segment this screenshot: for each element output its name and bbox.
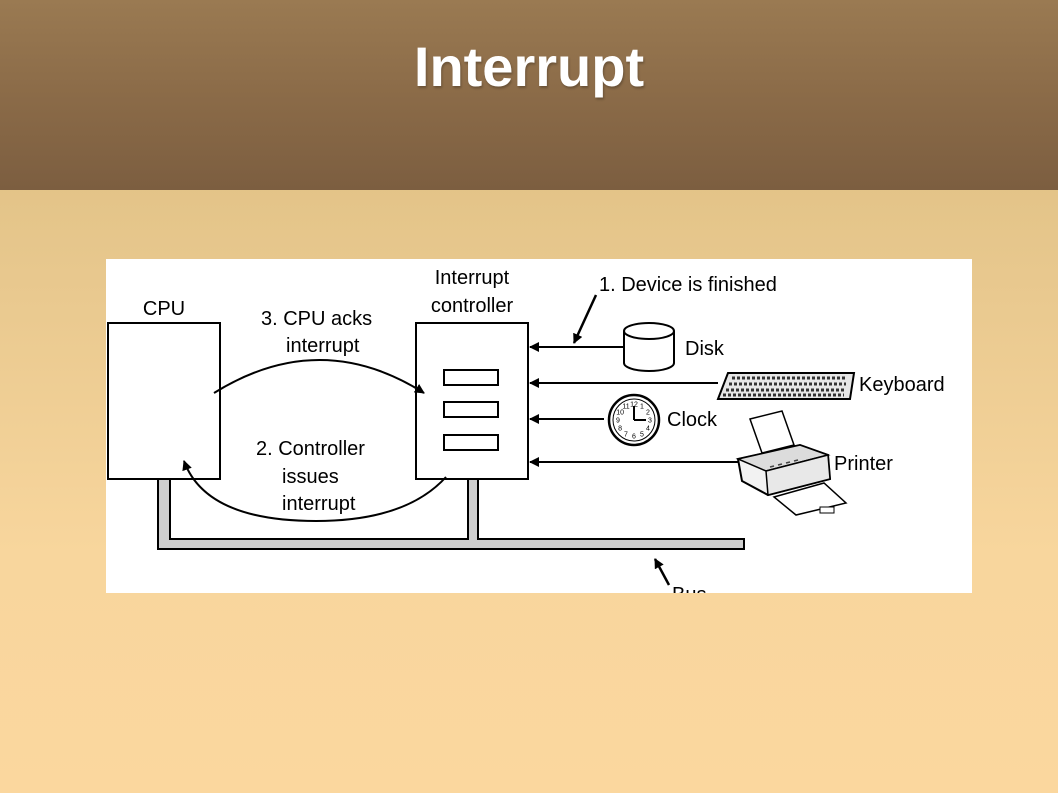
printer-label: Printer xyxy=(834,453,893,475)
controller-issues-arrow xyxy=(182,460,447,523)
clock-number: 8 xyxy=(618,426,622,433)
controller-label-line2: controller xyxy=(431,295,514,317)
keyboard-label: Keyboard xyxy=(859,374,945,396)
controller-label-line1: Interrupt xyxy=(435,267,510,289)
clock-number: 7 xyxy=(624,431,628,438)
printer-icon xyxy=(735,410,848,516)
step2-line1: 2. Controller xyxy=(256,438,365,460)
step3-line2: interrupt xyxy=(286,335,360,357)
cpu-ack-arrow xyxy=(213,359,425,394)
clock-number: 1 xyxy=(640,404,644,411)
controller-slot-3 xyxy=(443,434,499,451)
clock-number: 9 xyxy=(616,418,620,425)
clock-number: 3 xyxy=(648,418,652,425)
clock-number: 6 xyxy=(632,434,636,441)
bus-pointer xyxy=(653,558,671,586)
disk-label: Disk xyxy=(685,338,725,360)
step2-line3: interrupt xyxy=(282,493,356,515)
step2-line2: issues xyxy=(282,466,339,488)
keyboard-icon xyxy=(716,372,856,400)
step1-label: 1. Device is finished xyxy=(599,274,777,296)
clock-label: Clock xyxy=(667,409,718,431)
interrupt-diagram: CPU Interrupt controller 3. CPU acks int… xyxy=(106,259,972,593)
slide-header: Interrupt xyxy=(0,0,1058,190)
bus-label: Bus xyxy=(672,584,706,593)
disk-icon xyxy=(623,322,675,372)
cpu-label: CPU xyxy=(143,298,185,320)
step1-pointer xyxy=(572,294,598,344)
clock-number: 5 xyxy=(640,431,644,438)
clock-number: 12 xyxy=(630,402,638,409)
clock-number: 11 xyxy=(622,404,629,411)
controller-slot-1 xyxy=(443,369,499,386)
slide-title: Interrupt xyxy=(413,35,645,98)
clock-number: 4 xyxy=(646,426,650,433)
cpu-box xyxy=(107,322,221,480)
diagram-canvas: CPU Interrupt controller 3. CPU acks int… xyxy=(107,267,945,593)
step3-line1: 3. CPU acks xyxy=(261,308,372,330)
clock-number: 2 xyxy=(646,410,650,417)
clock-number: 10 xyxy=(616,410,624,417)
controller-slot-2 xyxy=(443,401,499,418)
